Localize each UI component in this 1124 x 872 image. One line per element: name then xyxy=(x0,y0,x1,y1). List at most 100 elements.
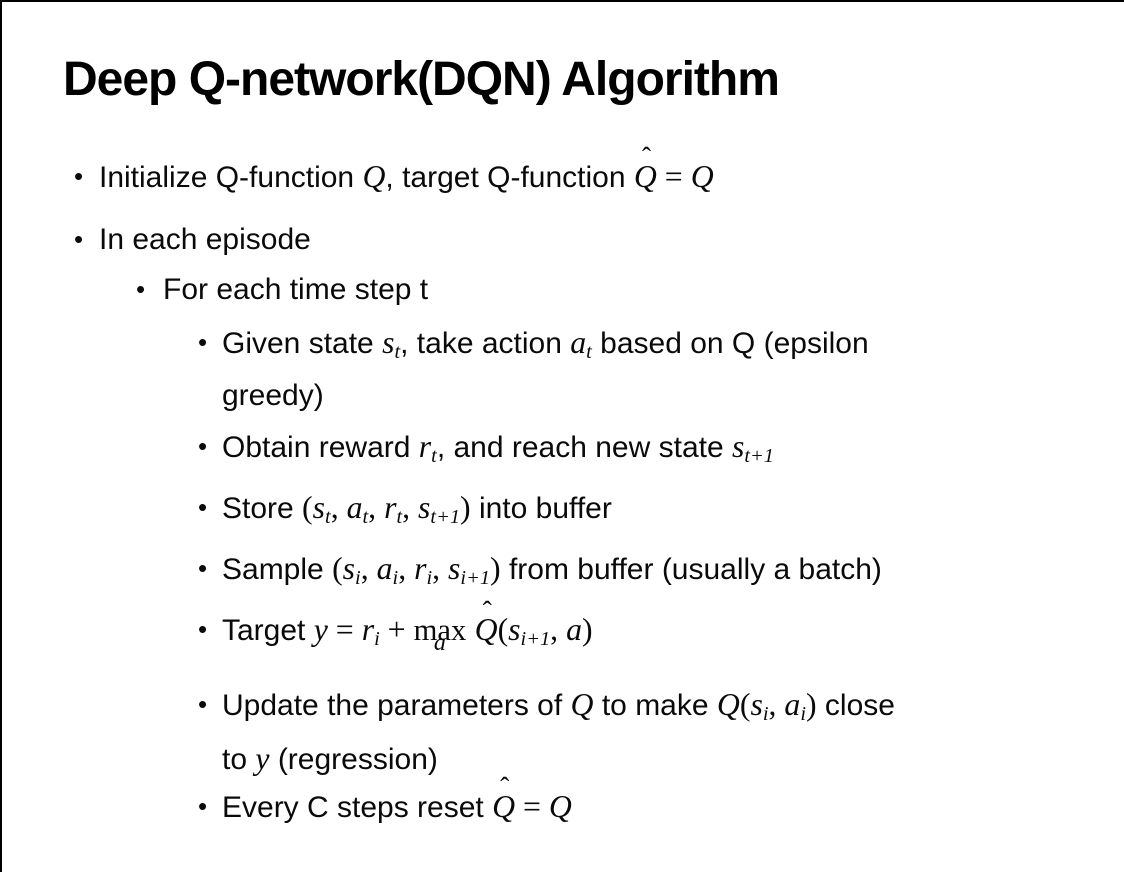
math-run: r xyxy=(418,429,432,465)
text-run: to make xyxy=(593,689,717,723)
text-run: to xyxy=(222,742,256,776)
math-run: ( xyxy=(332,551,343,587)
bullet-text: Initialize Q-function Q, target Q-functi… xyxy=(99,144,714,194)
text-run: from buffer (usually a batch) xyxy=(500,553,882,587)
bullet-item: •Given state st, take action at based on… xyxy=(2,321,1092,417)
bullet-marker: • xyxy=(74,224,84,254)
math-run: s xyxy=(342,551,356,587)
text-run: Store xyxy=(222,492,303,526)
text-run: , target Q-function xyxy=(385,161,634,194)
math-run: ) xyxy=(460,490,471,526)
math-subscript: t xyxy=(396,506,403,529)
bullet-item: • In each episode xyxy=(2,218,1092,261)
bullet-list: • Initialize Q-function Q, target Q-funct… xyxy=(2,144,1092,829)
math-run: ( xyxy=(739,687,751,723)
bullet-marker: • xyxy=(198,614,208,645)
text-run: Sample xyxy=(222,553,333,587)
math-run: Q xyxy=(362,159,386,194)
slide-title: Deep Q-network(DQN) Algorithm xyxy=(63,53,780,106)
bullet-marker: • xyxy=(198,327,208,357)
math-run: a xyxy=(784,687,801,723)
bullet-text: In each episode xyxy=(99,223,311,256)
bullet-text: For each time step t xyxy=(163,273,428,306)
math-subscript: i+1 xyxy=(520,628,551,651)
bullet-text: Obtain reward rt, and reach new state st… xyxy=(222,429,774,468)
text-run: , take action xyxy=(400,327,571,360)
math-subscript: t xyxy=(586,341,592,364)
math-subscript: i xyxy=(800,703,806,726)
text-run: Target xyxy=(222,614,314,648)
bullet-text: Store (st, at, rt, st+1) into buffer xyxy=(222,490,612,529)
math-run: a xyxy=(570,325,587,360)
math-run: a xyxy=(566,612,582,648)
math-run: Q xyxy=(690,159,714,194)
math-subscript: t xyxy=(362,506,369,529)
math-subscript: t xyxy=(394,341,401,364)
bullet-marker: • xyxy=(74,161,84,191)
text-run: , and reach new state xyxy=(436,431,732,465)
math-run: s xyxy=(312,490,326,526)
math-subscript: t xyxy=(431,445,437,468)
math-run: , xyxy=(402,490,419,526)
math-subscript: t+1 xyxy=(430,506,461,529)
math-run: = xyxy=(515,788,549,824)
math-subscript: i xyxy=(355,567,361,590)
math-run: r xyxy=(361,612,375,648)
text-run: based on Q (epsilon xyxy=(591,327,869,360)
text-run: Given state xyxy=(222,327,383,360)
text-run: into buffer xyxy=(470,492,612,526)
text-run: greedy) xyxy=(222,379,324,413)
math-run: Q xyxy=(716,687,740,723)
bullet-text: Update the parameters of Q to make Q(si,… xyxy=(222,687,895,776)
math-run: , xyxy=(550,612,567,648)
bullet-text: Given state st, take action at based on … xyxy=(222,325,869,413)
math-run: ) xyxy=(490,551,501,587)
math-run: r xyxy=(414,551,427,587)
text-run: Obtain reward xyxy=(222,431,419,465)
math-run: , xyxy=(768,687,785,723)
math-run: , xyxy=(330,490,347,526)
math-run: , xyxy=(360,551,377,587)
text-run: For each time step t xyxy=(163,273,429,306)
math-run: , xyxy=(398,551,415,587)
bullet-marker: • xyxy=(198,492,208,523)
math-subscript: i xyxy=(426,567,433,590)
bullet-item: • For each time step t xyxy=(2,268,1092,311)
bullet-item: •Sample (si, ai, ri, si+1) from buffer (… xyxy=(2,547,1092,600)
math-run: = xyxy=(656,159,691,194)
math-run: = xyxy=(327,612,362,648)
math-subscript: t xyxy=(325,506,331,529)
text-run: close xyxy=(816,689,895,723)
math-run: s xyxy=(750,687,763,723)
math-run: r xyxy=(384,490,397,526)
math-run: s xyxy=(448,551,461,587)
math-run: s xyxy=(732,429,745,465)
math-run: ) xyxy=(581,612,593,648)
math-run: + xyxy=(379,612,414,648)
math-run: s xyxy=(382,325,395,360)
math-subscript: i xyxy=(392,567,399,590)
text-run: In each episode xyxy=(99,223,311,256)
math-run: ( xyxy=(302,490,313,526)
math-run: ( xyxy=(497,612,509,648)
math-run: ) xyxy=(805,687,817,723)
math-subscript: i xyxy=(374,628,380,651)
text-run xyxy=(466,614,474,647)
bullet-marker: • xyxy=(198,790,208,821)
text-run: (regression) xyxy=(269,742,438,776)
bullet-text: Sample (si, ai, ri, si+1) from buffer (u… xyxy=(222,551,882,590)
math-subscript: t+1 xyxy=(744,445,774,468)
math-subscript: i xyxy=(762,703,769,726)
math-run: , xyxy=(432,551,449,587)
math-run: s xyxy=(508,612,521,648)
bullet-marker: • xyxy=(136,274,146,304)
